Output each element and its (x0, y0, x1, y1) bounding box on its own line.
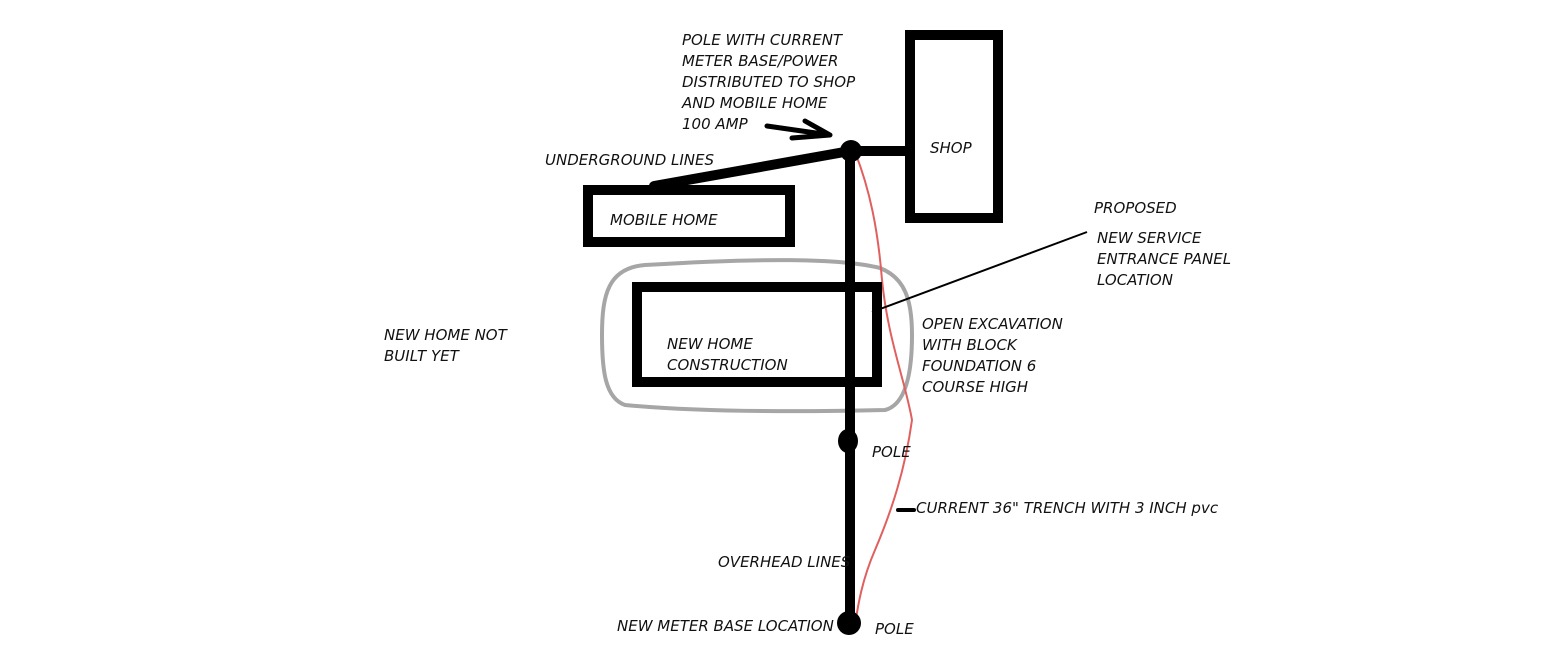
trench-line (854, 151, 914, 626)
label-line: ENTRANCE PANEL (1097, 250, 1231, 268)
label-line: METER BASE/POWER (682, 52, 838, 70)
label-line: POLE WITH CURRENT (682, 31, 844, 49)
label-line: BUILT YET (384, 347, 461, 365)
new-meter-base-label: NEW METER BASE LOCATION (617, 617, 834, 635)
label-line: CONSTRUCTION (667, 356, 788, 374)
proposed-panel-leader (871, 231, 1088, 313)
label-line: COURSE HIGH (922, 378, 1028, 396)
overhead-lines-label: OVERHEAD LINES (718, 553, 851, 571)
shop-label: SHOP (930, 139, 973, 157)
underground-lines-label: UNDERGROUND LINES (545, 151, 714, 169)
label-line: NEW SERVICE (1097, 229, 1202, 247)
new-home-construction-label: NEW HOME CONSTRUCTION (667, 335, 788, 374)
current-trench-label: CURRENT 36" TRENCH WITH 3 INCH pvc (916, 499, 1219, 517)
pole-new-meter-base (837, 611, 861, 635)
label-line: 100 AMP (682, 115, 749, 133)
label-line: NEW HOME (667, 335, 753, 353)
pole-current-meter (840, 140, 862, 162)
label-line: DISTRIBUTED TO SHOP (682, 73, 856, 91)
shop-box (905, 30, 1003, 223)
underground-line-mobile-home (649, 146, 855, 191)
label-line: FOUNDATION 6 (922, 357, 1036, 375)
mobile-home-box (583, 185, 795, 247)
label-line: NEW HOME NOT (384, 326, 509, 344)
pole-middle-label: POLE (872, 443, 911, 461)
label-line: PROPOSED (1094, 199, 1177, 217)
open-excavation-label: OPEN EXCAVATION WITH BLOCK FOUNDATION 6 … (922, 315, 1068, 396)
label-line: WITH BLOCK (922, 336, 1018, 354)
pole-bottom-label: POLE (875, 620, 914, 638)
label-line: LOCATION (1097, 271, 1173, 289)
excavation-outline (600, 258, 914, 414)
new-home-box (632, 282, 882, 387)
pole-middle (838, 429, 858, 453)
label-line: AND MOBILE HOME (681, 94, 828, 112)
label-line: OPEN EXCAVATION (922, 315, 1063, 333)
arrow-to-current-pole (764, 118, 833, 141)
mobile-home-label: MOBILE HOME (610, 211, 718, 229)
new-home-not-built-label: NEW HOME NOT BUILT YET (384, 326, 512, 365)
pole-current-meter-label: POLE WITH CURRENT METER BASE/POWER DISTR… (681, 31, 860, 133)
proposed-panel-label: PROPOSED NEW SERVICE ENTRANCE PANEL LOCA… (1094, 199, 1236, 289)
